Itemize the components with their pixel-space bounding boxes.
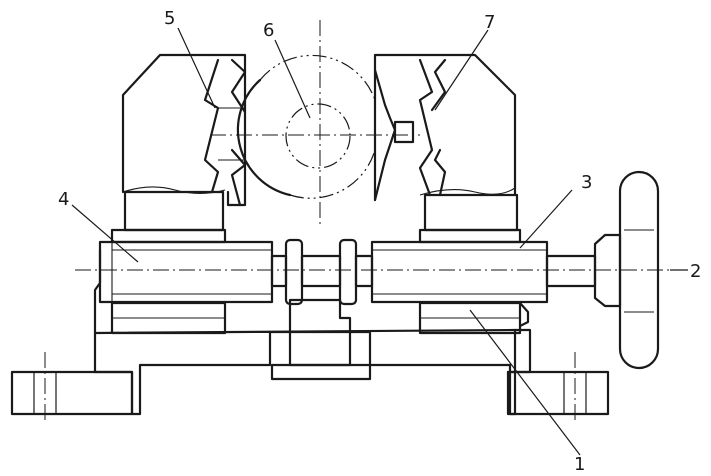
callout-2: 2 xyxy=(690,261,701,282)
callout-7: 7 xyxy=(484,12,495,33)
left-jaw xyxy=(121,53,247,207)
right-jaw xyxy=(373,53,517,202)
callout-1: 1 xyxy=(574,454,585,475)
right-slide xyxy=(418,193,530,335)
lead-screw xyxy=(98,233,622,308)
foot-holes xyxy=(33,352,587,424)
callout-5: 5 xyxy=(164,8,175,29)
callout-3: 3 xyxy=(581,172,592,193)
callout-4: 4 xyxy=(58,189,69,210)
workpiece xyxy=(210,20,420,228)
leaders xyxy=(71,27,688,456)
callout-6: 6 xyxy=(263,20,274,41)
left-slide xyxy=(110,190,227,335)
